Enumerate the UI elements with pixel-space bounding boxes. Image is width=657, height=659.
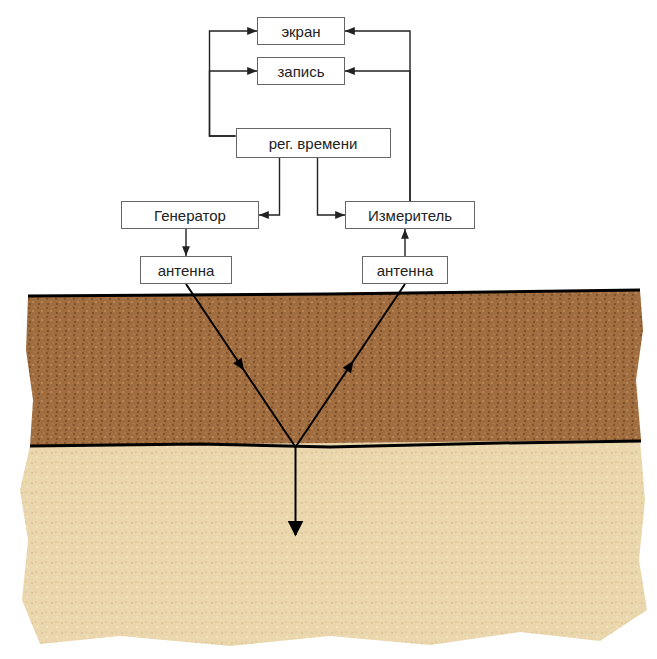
record-box: запись <box>257 57 345 85</box>
box-label: антенна <box>158 262 215 279</box>
signal-wire <box>345 31 410 201</box>
signal-wire <box>259 158 280 215</box>
signal-wire <box>185 229 186 256</box>
ray-arrowhead <box>343 358 358 374</box>
antenna-box: антенна <box>140 256 232 284</box>
signal-wire <box>210 31 258 136</box>
signal-wire <box>404 229 405 256</box>
timing-box: рег. времени <box>236 128 391 158</box>
lower-layer <box>20 440 647 646</box>
upper-layer <box>26 290 643 446</box>
signal-wire <box>210 71 258 136</box>
box-label: антенна <box>377 262 434 279</box>
wave-ray <box>186 284 405 447</box>
box-label: Генератор <box>154 207 226 224</box>
box-label: запись <box>277 63 324 80</box>
box-label: Измеритель <box>368 207 452 224</box>
meter-box: Измеритель <box>345 201 475 229</box>
layer-boundary <box>30 441 641 447</box>
box-label: рег. времени <box>269 135 358 152</box>
box-label: экран <box>281 23 320 40</box>
display-box: экран <box>257 17 345 45</box>
ray-arrowhead <box>233 358 248 374</box>
signal-wire <box>318 158 346 215</box>
antenna-box: антенна <box>362 256 448 284</box>
ground-surface <box>28 290 640 296</box>
transmitted-ray <box>295 447 297 535</box>
generator-box: Генератор <box>121 201 259 229</box>
